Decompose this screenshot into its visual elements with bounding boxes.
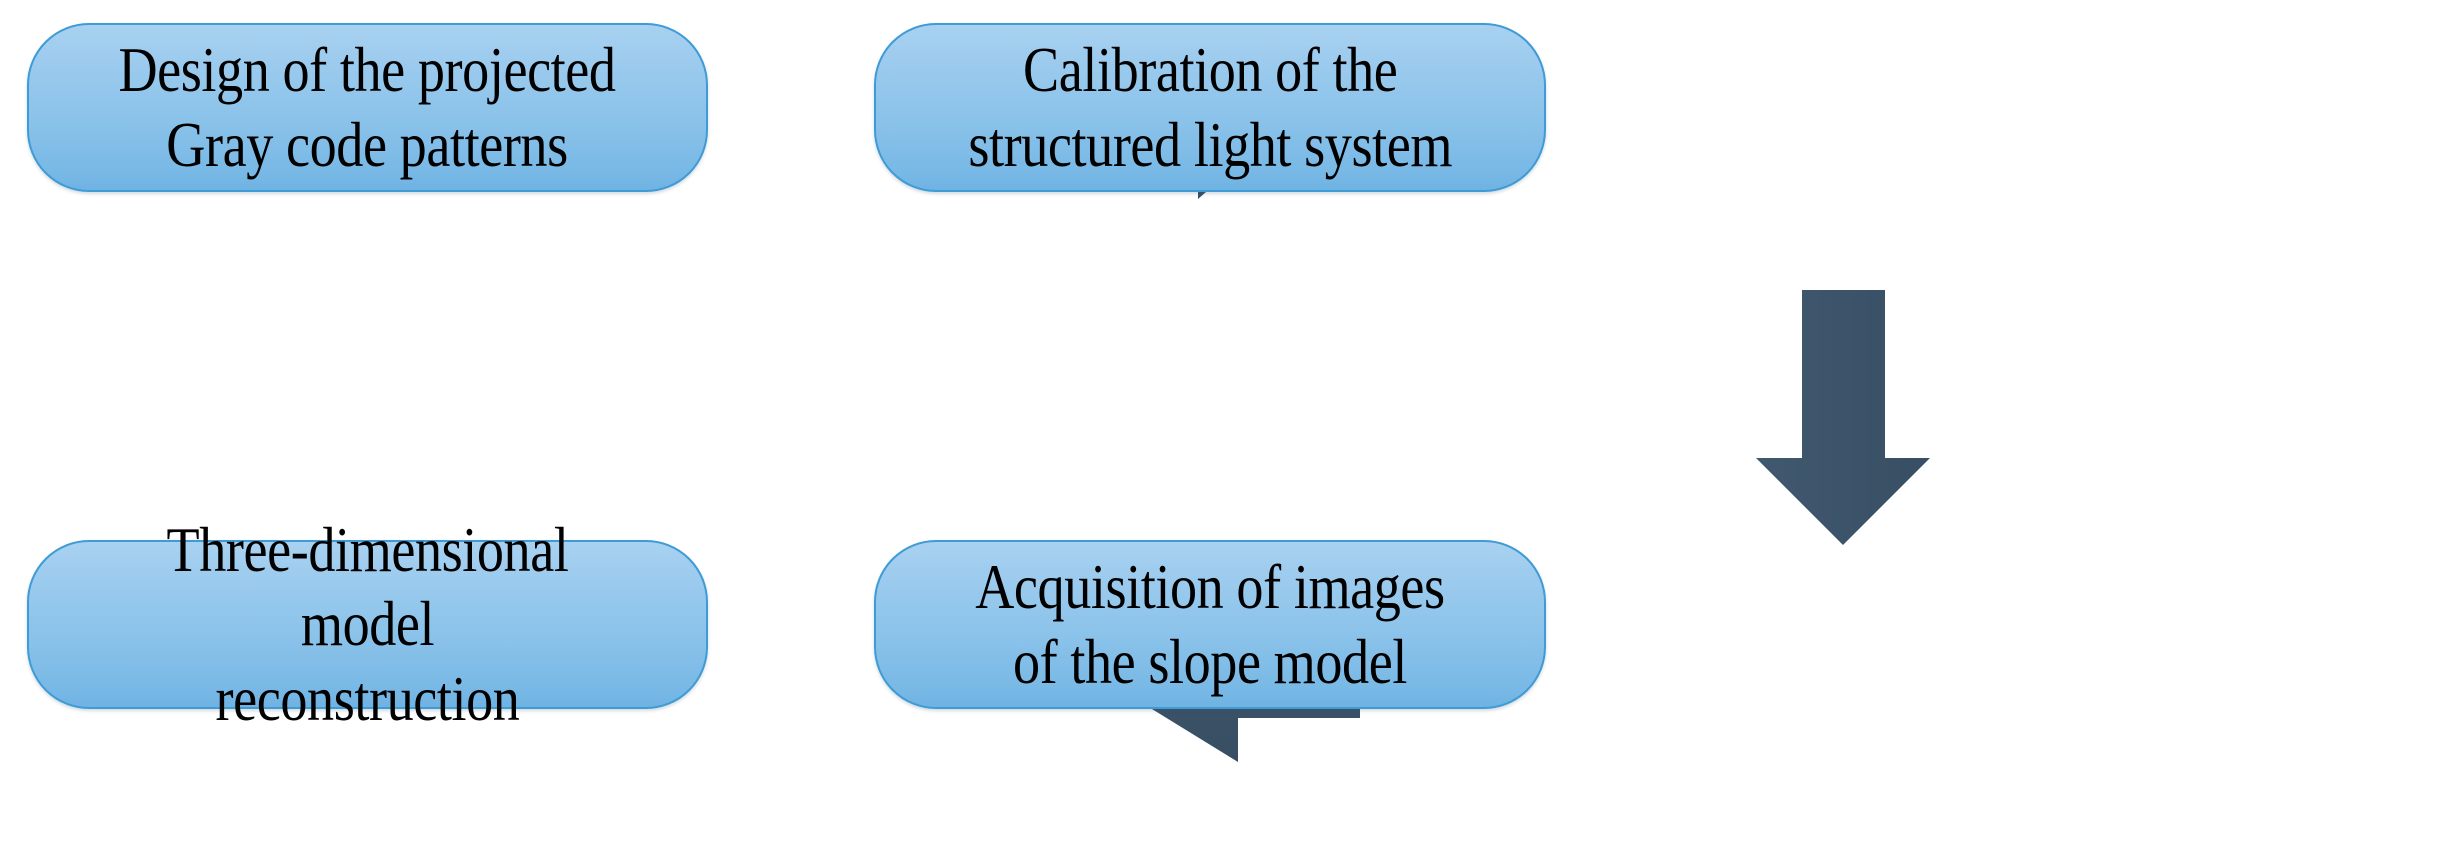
flowchart-node-acquisition[interactable]: Acquisition of images of the slope model: [874, 540, 1546, 709]
flowchart-node-calibration[interactable]: Calibration of the structured light syst…: [874, 23, 1546, 192]
flowchart-node-design-label: Design of the projected Gray code patter…: [118, 35, 617, 180]
flowchart-node-reconstruction[interactable]: Three-dimensional model reconstruction: [27, 515, 708, 734]
flowchart-node-design[interactable]: Design of the projected Gray code patter…: [27, 23, 708, 192]
flowchart-node-acquisition-label: Acquisition of images of the slope model: [975, 552, 1445, 697]
flowchart-node-calibration-label: Calibration of the structured light syst…: [968, 35, 1452, 180]
arrow-down-icon-calibration-to-acquisition: [1752, 290, 1930, 545]
flowchart-node-reconstruction-label: Three-dimensional model reconstruction: [166, 515, 569, 734]
